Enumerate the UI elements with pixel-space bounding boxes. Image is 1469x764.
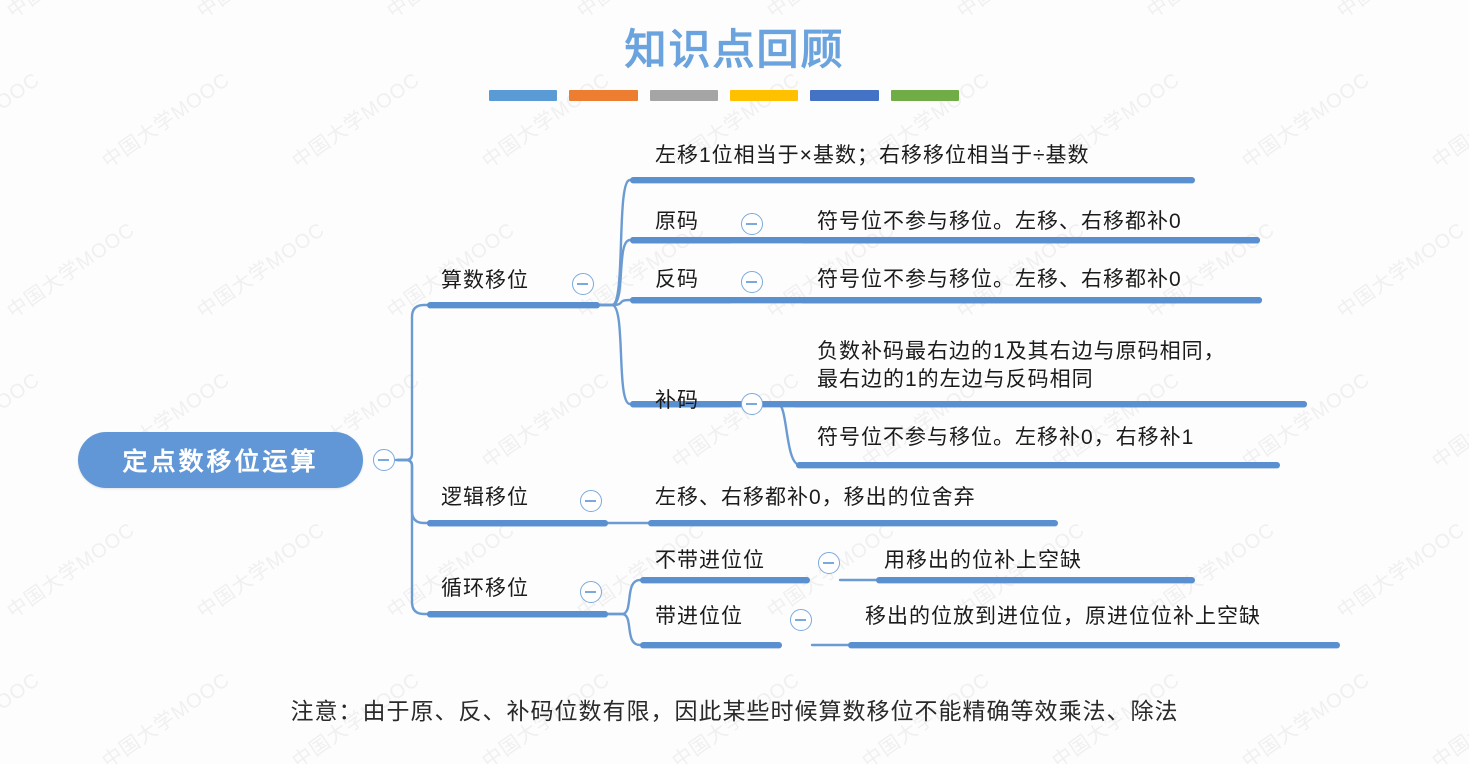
- node-underline-bar: [800, 297, 1262, 304]
- node-underline-bar: [630, 401, 733, 408]
- node-underline-bar: [876, 577, 1195, 584]
- root-node[interactable]: 定点数移位运算: [78, 432, 363, 488]
- root-collapse-icon[interactable]: [373, 449, 395, 471]
- leaf-label-with-carry-rule[interactable]: 移出的位放到进位位，原进位位补上空缺: [865, 605, 1261, 628]
- node-underline-bar: [427, 520, 608, 527]
- collapse-icon-without-carry[interactable]: [818, 552, 840, 574]
- node-underline-bar: [640, 577, 810, 584]
- node-underline-bar: [640, 642, 782, 649]
- collapse-icon-with-carry[interactable]: [790, 609, 812, 631]
- node-underline-bar: [630, 297, 733, 304]
- leaf-label-twos-complement-rule-2[interactable]: 符号位不参与移位。左移补0，右移补1: [817, 426, 1195, 449]
- root-node-label: 定点数移位运算: [122, 448, 319, 476]
- title-accent-bars: [489, 90, 959, 102]
- accent-bar-4: [729, 90, 799, 101]
- collapse-icon-twos-complement[interactable]: [741, 393, 763, 415]
- node-underline-bar: [848, 642, 1340, 649]
- collapse-icon-original-code[interactable]: [741, 213, 763, 235]
- node-underline-bar: [796, 462, 1280, 469]
- connector-path: [594, 303, 632, 406]
- node-underline-bar: [800, 237, 1260, 244]
- node-underline-bar: [427, 611, 608, 618]
- branch-collapse-icon-arithmetic-shift[interactable]: [572, 273, 594, 295]
- node-label-ones-complement[interactable]: 反码: [655, 268, 699, 291]
- leaf-label-twos-complement-rule-1[interactable]: 负数补码最右边的1及其右边与原码相同， 最右边的1的左边与反码相同: [817, 340, 1226, 391]
- page-title: 知识点回顾: [624, 28, 845, 74]
- accent-bar-6: [890, 90, 959, 101]
- branch-collapse-icon-logical-shift[interactable]: [580, 490, 602, 512]
- collapse-icon-ones-complement[interactable]: [741, 271, 763, 293]
- leaf-label-without-carry-rule[interactable]: 用移出的位补上空缺: [884, 549, 1082, 572]
- connector-path: [602, 612, 642, 647]
- branch-label-circular-shift[interactable]: 循环移位: [441, 577, 529, 600]
- node-label-with-carry[interactable]: 带进位位: [655, 605, 743, 628]
- leaf-label-shift-rule[interactable]: 左移1位相当于×基数；右移移位相当于÷基数: [655, 144, 1090, 167]
- branch-collapse-icon-circular-shift[interactable]: [580, 581, 602, 603]
- node-underline-bar: [427, 302, 600, 309]
- accent-bar-5: [810, 90, 879, 101]
- node-underline-bar: [630, 237, 733, 244]
- accent-bar-1: [489, 90, 558, 101]
- node-underline-bar: [630, 177, 1195, 184]
- accent-bar-2: [569, 90, 638, 101]
- node-underline-bar: [648, 520, 1058, 527]
- node-label-original-code[interactable]: 原码: [655, 210, 699, 233]
- footer-note: 注意：由于原、反、补码位数有限，因此某些时候算数移位不能精确等效乘法、除法: [290, 699, 1179, 724]
- node-underline-bar: [793, 401, 1307, 408]
- branch-label-logical-shift[interactable]: 逻辑移位: [441, 486, 529, 509]
- node-label-without-carry[interactable]: 不带进位位: [655, 549, 765, 572]
- leaf-label-original-code-rule[interactable]: 符号位不参与移位。左移、右移都补0: [817, 210, 1182, 233]
- accent-bar-3: [649, 90, 718, 101]
- leaf-label-ones-complement-rule[interactable]: 符号位不参与移位。左移、右移都补0: [817, 268, 1182, 291]
- leaf-label-logical-shift-rule[interactable]: 左移、右移都补0，移出的位舍弃: [655, 486, 976, 509]
- node-label-twos-complement[interactable]: 补码: [655, 389, 699, 412]
- branch-label-arithmetic-shift[interactable]: 算数移位: [441, 269, 529, 292]
- connector-path: [396, 458, 429, 616]
